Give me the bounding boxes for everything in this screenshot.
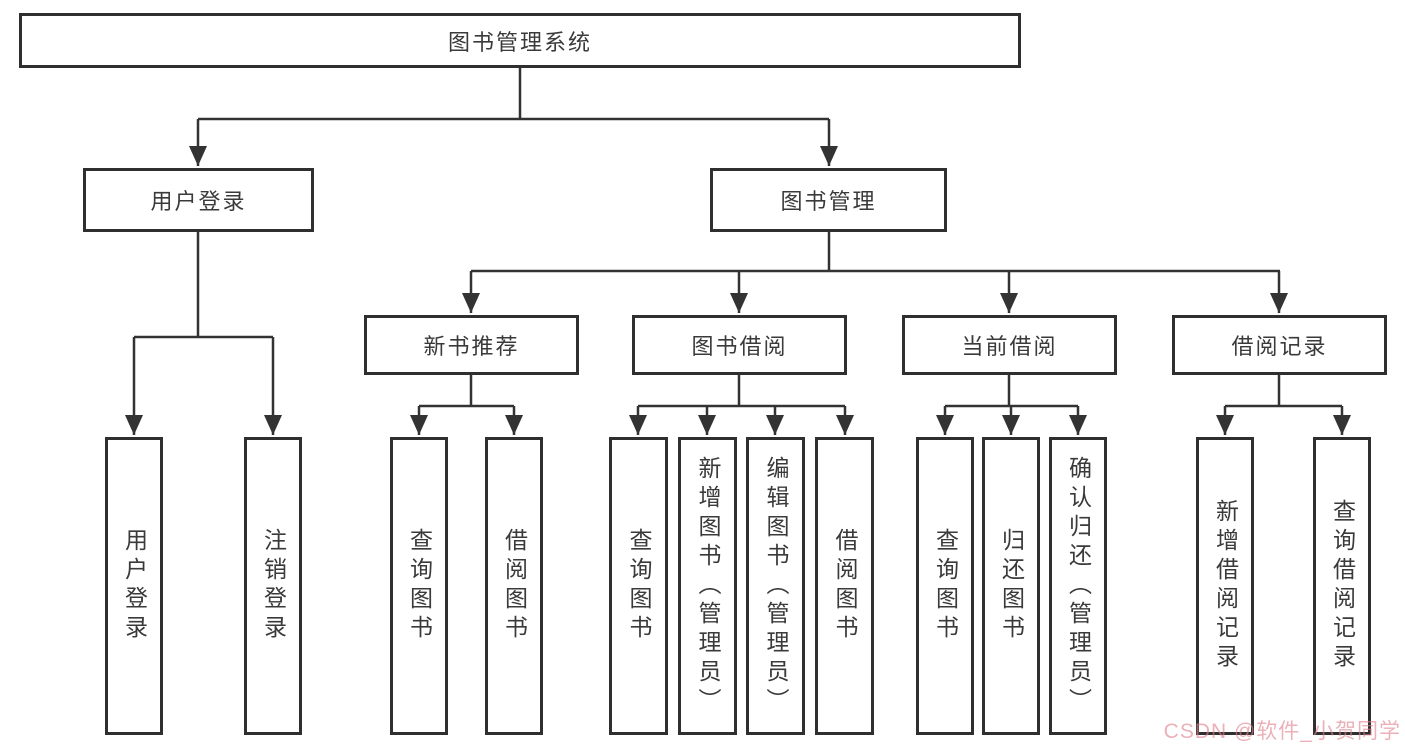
node-borrow-books-leaf: 借阅图书 [815, 437, 874, 735]
node-borrow-records: 借阅记录 [1172, 315, 1387, 375]
node-user-login-leaf: 用户登录 [105, 437, 163, 735]
node-add-book-admin: 新增图书（管理员） [678, 437, 737, 735]
node-user-login: 用户登录 [83, 168, 314, 232]
node-return-books: 归还图书 [982, 437, 1040, 735]
node-add-borrow-record: 新增借阅记录 [1196, 437, 1254, 735]
node-query-books-borrow: 查询图书 [609, 437, 668, 735]
node-current-borrow: 当前借阅 [902, 315, 1117, 375]
node-edit-book-admin: 编辑图书（管理员） [746, 437, 805, 735]
node-query-borrow-record: 查询借阅记录 [1313, 437, 1371, 735]
node-confirm-return-admin: 确认归还（管理员） [1049, 437, 1107, 735]
node-query-books-current: 查询图书 [916, 437, 974, 735]
node-book-management: 图书管理 [710, 168, 947, 232]
node-logout-leaf: 注销登录 [244, 437, 302, 735]
node-new-book-recommend: 新书推荐 [364, 315, 579, 375]
node-borrow-books-recommend: 借阅图书 [485, 437, 543, 735]
node-book-borrow: 图书借阅 [632, 315, 847, 375]
tree-trunk-lines [134, 68, 1342, 408]
node-library-management-system: 图书管理系统 [19, 13, 1021, 68]
node-query-books-recommend: 查询图书 [390, 437, 448, 735]
